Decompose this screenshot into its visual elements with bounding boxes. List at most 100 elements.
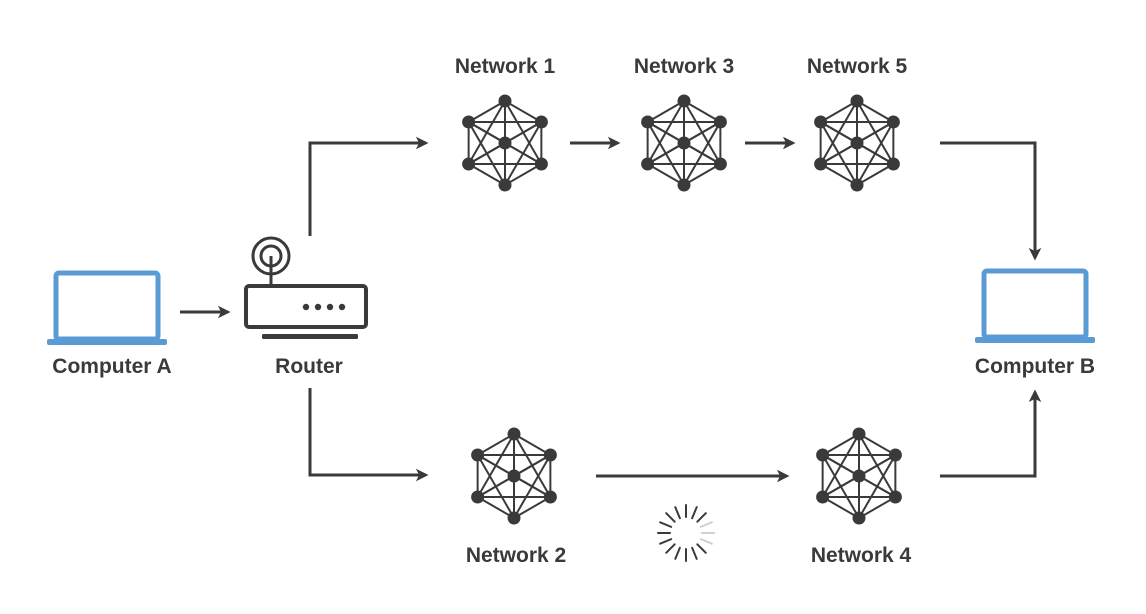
mesh-link	[647, 100, 685, 123]
network-4-label: Network 4	[811, 544, 912, 567]
spinner-tick	[691, 546, 698, 560]
network-5-label: Network 5	[807, 55, 908, 78]
mesh-node	[534, 115, 548, 129]
mesh-node	[886, 115, 900, 129]
mesh-link	[858, 496, 896, 519]
mesh-node	[814, 115, 828, 129]
mesh-node	[850, 136, 864, 150]
mesh-link	[513, 433, 551, 456]
mesh-node	[713, 157, 727, 171]
network-mesh-icon	[816, 427, 902, 525]
spinner-tick	[699, 521, 713, 528]
spinner-tick	[696, 512, 707, 523]
network-2-label: Network 2	[466, 544, 566, 567]
mesh-node	[507, 511, 521, 525]
edge-network-5-to-computer-b	[940, 141, 1042, 261]
edge-network-4-to-computer-b	[940, 389, 1042, 478]
mesh-link	[477, 496, 515, 519]
mesh-node	[498, 94, 512, 108]
network-3-node: Network 3	[634, 55, 734, 192]
computer-b-label: Computer B	[975, 355, 1095, 378]
mesh-link	[822, 454, 860, 477]
mesh-node	[677, 136, 691, 150]
mesh-link	[468, 163, 506, 186]
mesh-node	[507, 469, 521, 483]
spinner-tick	[674, 546, 681, 560]
mesh-link	[513, 496, 551, 519]
mesh-link	[468, 121, 506, 144]
mesh-node	[543, 490, 557, 504]
spinner-tick	[659, 538, 673, 545]
mesh-link	[513, 475, 551, 498]
mesh-link	[858, 454, 896, 477]
spinner-tick	[691, 506, 698, 520]
mesh-link	[647, 163, 685, 186]
mesh-link	[858, 433, 896, 456]
spinner-tick	[674, 506, 681, 520]
spinner-tick	[696, 543, 707, 554]
mesh-node	[713, 115, 727, 129]
network-1-label: Network 1	[455, 55, 556, 78]
mesh-node	[888, 448, 902, 462]
mesh-link	[468, 142, 506, 165]
computer-a-node: Computer A	[47, 270, 172, 378]
mesh-link	[477, 433, 515, 456]
mesh-node	[816, 490, 830, 504]
connectors	[180, 136, 1042, 483]
mesh-node	[462, 115, 476, 129]
mesh-node	[507, 427, 521, 441]
loading-spinner-icon	[657, 504, 715, 562]
computer-b-node: Computer B	[975, 268, 1095, 378]
mesh-link	[856, 121, 894, 144]
mesh-node	[886, 157, 900, 171]
mesh-node	[462, 157, 476, 171]
mesh-node	[543, 448, 557, 462]
mesh-node	[641, 157, 655, 171]
network-4-node: Network 4	[811, 427, 912, 567]
network-mesh-icon	[814, 94, 900, 192]
spinner-tick	[665, 543, 676, 554]
mesh-link	[647, 121, 685, 144]
mesh-link	[683, 100, 721, 123]
mesh-node	[852, 511, 866, 525]
mesh-link	[504, 121, 542, 144]
network-mesh-icon	[471, 427, 557, 525]
network-2-node: Network 2	[466, 427, 566, 567]
mesh-node	[534, 157, 548, 171]
mesh-node	[852, 427, 866, 441]
mesh-link	[820, 121, 858, 144]
mesh-link	[822, 475, 860, 498]
network-3-label: Network 3	[634, 55, 734, 78]
mesh-link	[513, 454, 551, 477]
network-1-node: Network 1	[455, 55, 556, 192]
mesh-link	[856, 163, 894, 186]
mesh-link	[856, 100, 894, 123]
mesh-node	[814, 157, 828, 171]
mesh-link	[504, 163, 542, 186]
edge-router-to-network-2	[308, 388, 429, 482]
mesh-link	[820, 163, 858, 186]
router-node: Router	[244, 236, 368, 378]
mesh-link	[822, 433, 860, 456]
mesh-node	[850, 94, 864, 108]
mesh-node	[498, 178, 512, 192]
computer-a-label: Computer A	[52, 355, 171, 378]
mesh-node	[816, 448, 830, 462]
mesh-link	[647, 142, 685, 165]
mesh-node	[471, 448, 485, 462]
edge-router-to-network-1	[308, 136, 429, 236]
laptop-icon	[47, 270, 167, 345]
network-5-node: Network 5	[807, 55, 908, 192]
spinner-tick	[659, 521, 673, 528]
mesh-node	[850, 178, 864, 192]
network-mesh-icon	[641, 94, 727, 192]
mesh-link	[822, 496, 860, 519]
mesh-link	[477, 454, 515, 477]
mesh-link	[858, 475, 896, 498]
mesh-node	[498, 136, 512, 150]
mesh-link	[477, 475, 515, 498]
mesh-link	[820, 100, 858, 123]
laptop-icon	[975, 268, 1095, 343]
